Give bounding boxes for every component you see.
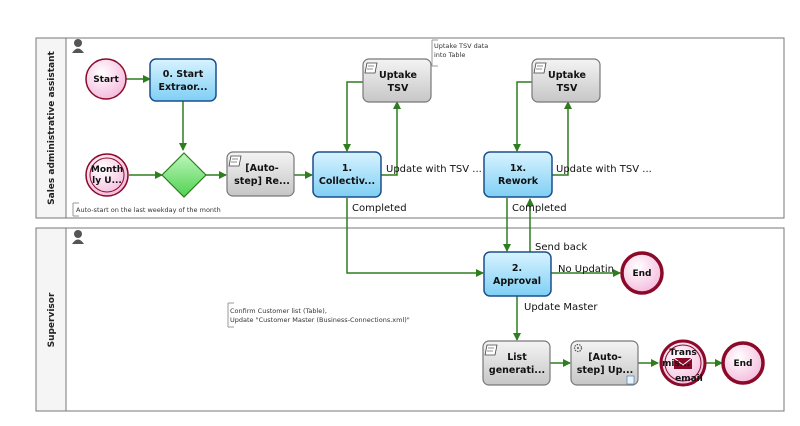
task-1-label-line2: Collectiv... [319,176,375,187]
task-uptake-tsv-2[interactable]: Uptake TSV [531,58,601,103]
script-icon [484,344,498,356]
flow-label-update-tsv-1: Update with TSV ... [386,164,482,175]
flow-label-completed-1: Completed [352,203,407,214]
task-1x-label-line1: 1x. [510,163,526,174]
task-2-label-line2: Approval [493,276,541,287]
flow-uptake2-to-t1x[interactable] [513,81,537,152]
task-1x-label-line2: Rework [498,176,539,187]
message-event[interactable]: Trans mis... email [659,339,707,387]
task-list-label-line1: List [507,352,527,363]
flow-label-update-tsv-2: Update with TSV ... [556,164,652,175]
gear-icon [573,343,583,353]
document-icon [626,375,635,385]
exclusive-gateway[interactable] [161,152,207,198]
task-1-collective[interactable]: 1. Collectiv... [312,151,382,198]
person-icon [72,39,84,53]
script-icon [228,155,242,167]
envelope-icon [673,357,693,369]
task-0-label-line2: Extraor... [159,82,208,93]
lane-supervisor: Supervisor [35,227,785,412]
lane-label-sales: Sales administrative assistant [47,50,57,204]
note-confirm: Confirm Customer list (Table), Update "C… [227,302,410,328]
end-event-2[interactable]: End [721,341,765,385]
task-auto-step-1[interactable]: [Auto- step] Re... [226,151,295,197]
script-icon [364,62,378,74]
task-2-label-line1: 2. [512,263,522,274]
task-auto2-label-line2: step] Up... [577,365,633,376]
message-event-label-line2: mis... [662,359,690,369]
note-confirm-line1: Confirm Customer list (Table), [230,307,327,315]
flow-label-update-master: Update Master [524,302,598,313]
end-event-1[interactable]: End [620,251,664,295]
task-list-label-line2: generati... [489,365,545,376]
task-0-label-line1: 0. Start [163,69,204,80]
task-uptake1-label-line1: Uptake [379,70,417,81]
task-auto-step-2[interactable]: [Auto- step] Up... [570,340,639,386]
task-1x-rework[interactable]: 1x. Rework [483,151,553,198]
start-event[interactable]: Start [85,58,127,100]
flow-label-no-update: No Updatin [558,264,614,275]
task-uptake1-label-line2: TSV [388,83,409,94]
task-uptake2-label-line2: TSV [557,83,578,94]
task-auto1-label-line1: [Auto- [245,163,279,174]
task-uptake2-label-line1: Uptake [548,70,586,81]
sequence-flows [126,75,723,367]
flow-label-send-back: Send back [535,242,587,253]
task-2-approval[interactable]: 2. Approval [483,251,552,297]
person-icon [72,230,84,244]
task-0-start[interactable]: 0. Start Extraor... [149,58,217,102]
lane-label-supervisor: Supervisor [47,292,57,347]
note-autostart: Auto-start on the last weekday of the mo… [72,202,221,217]
note-uptake-line1: Uptake TSV data [434,42,488,50]
task-auto2-label-line1: [Auto- [588,352,622,363]
flow-label-completed-2: Completed [512,203,567,214]
message-event-label-line1: Trans [669,348,696,358]
timer-event-label-line2: ly U... [92,176,122,186]
task-uptake-tsv-1[interactable]: Uptake TSV [362,58,432,103]
flow-uptake1-to-t1[interactable] [343,81,367,152]
end-event-2-label: End [734,359,753,369]
timer-event-label-line1: Month [91,165,123,175]
task-1-label-line1: 1. [342,163,352,174]
task-list-generation[interactable]: List generati... [482,340,551,386]
timer-start-event[interactable]: Month ly U... [85,153,129,197]
flow-t1-to-t2[interactable] [346,198,484,277]
script-icon [533,62,547,74]
start-event-label: Start [93,75,119,85]
flow-t1-to-uptake1[interactable] [381,101,401,176]
note-autostart-text: Auto-start on the last weekday of the mo… [76,206,221,214]
flow-t1x-to-uptake2[interactable] [552,101,572,176]
note-uptake: Uptake TSV data into Table [431,39,488,67]
task-auto1-label-line2: step] Re... [234,176,290,187]
end-event-1-label: End [633,269,652,279]
note-confirm-line2: Update "Customer Master (Business-Connec… [230,316,410,324]
message-event-label-line3: email [675,374,703,384]
note-uptake-line2: into Table [434,51,465,59]
